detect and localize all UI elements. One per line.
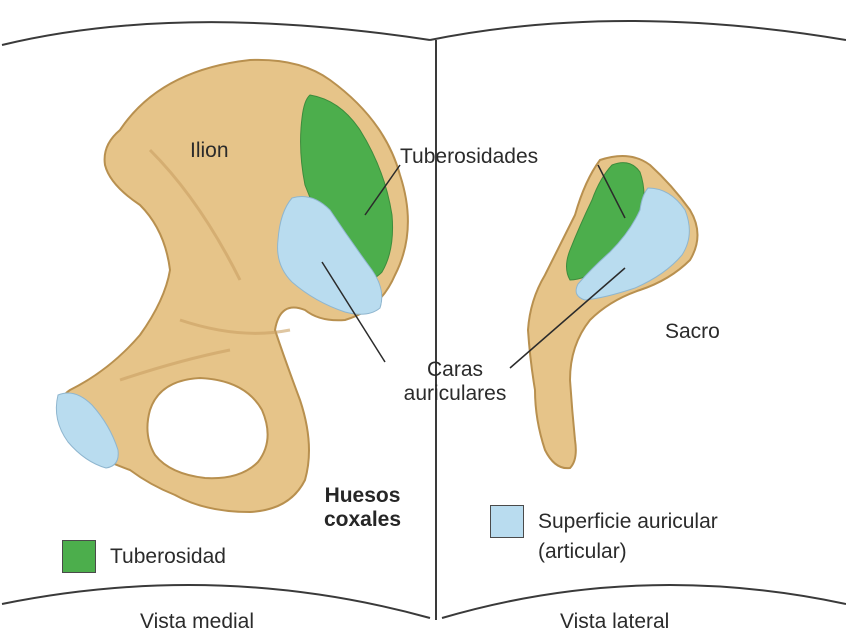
legend-auricular-label2: (articular)	[538, 540, 627, 564]
huesos-coxales-label: Huesos coxales	[300, 484, 425, 532]
auricular-swatch	[490, 505, 524, 538]
caras-line1: Caras	[385, 358, 525, 382]
vista-medial-caption: Vista medial	[140, 610, 254, 634]
caras-line2: auriculares	[385, 382, 525, 406]
sacrum	[528, 156, 698, 468]
huesos-line2: coxales	[300, 508, 425, 532]
frame-top-right-curve	[430, 21, 846, 40]
sacro-label: Sacro	[665, 320, 720, 344]
tuberosidades-label: Tuberosidades	[400, 145, 538, 169]
legend-auricular-label: Superficie auricular	[538, 510, 718, 534]
hip-bone	[56, 60, 408, 512]
legend-tuberosidad-label: Tuberosidad	[110, 545, 226, 569]
vista-lateral-caption: Vista lateral	[560, 610, 669, 634]
ilion-label: Ilion	[190, 139, 229, 163]
caras-auriculares-label: Caras auriculares	[385, 358, 525, 406]
frame-top-left-curve	[2, 22, 430, 45]
tuberosidad-swatch	[62, 540, 96, 573]
huesos-line1: Huesos	[300, 484, 425, 508]
